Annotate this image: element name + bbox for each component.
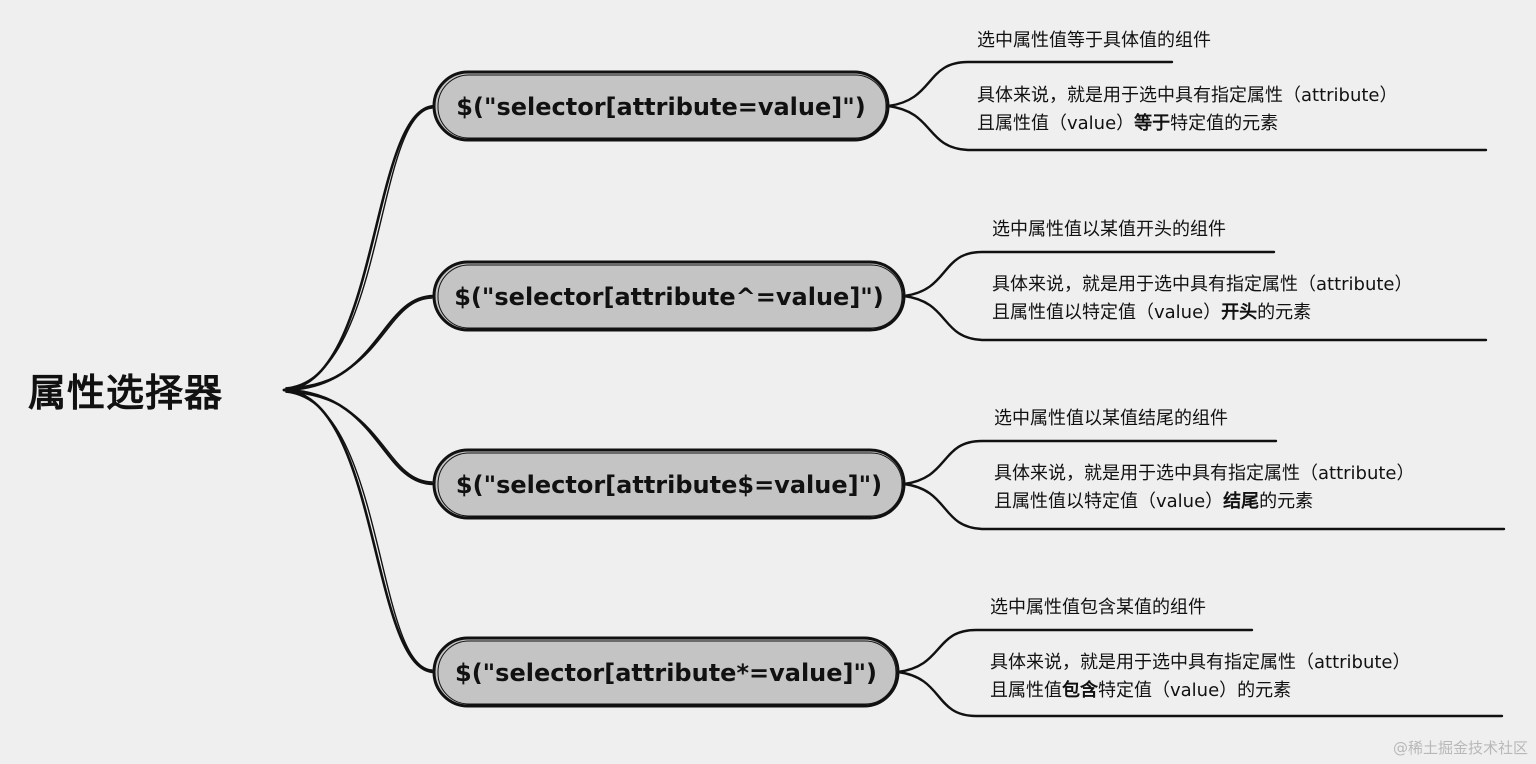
leaf-title-starts-with: 选中属性值以某值开头的组件: [992, 219, 1226, 240]
desc-bold-keyword: 包含: [1062, 680, 1098, 701]
selector-label-contains: $("selector[attribute*=value]"): [455, 659, 877, 687]
desc-line-2: 且属性值包含特定值（value）的元素: [990, 680, 1292, 701]
desc-line-1: 具体来说，就是用于选中具有指定属性（attribute）: [994, 463, 1415, 484]
leaf-desc-ends-with: 具体来说，就是用于选中具有指定属性（attribute） 且属性值以特定值（va…: [994, 460, 1415, 516]
leaf-title-contains: 选中属性值包含某值的组件: [990, 597, 1206, 618]
leaf-connectors: [886, 60, 1506, 718]
leaf-title-equals: 选中属性值等于具体值的组件: [977, 30, 1211, 51]
root-connectors: [282, 104, 436, 674]
watermark: @稀土掘金技术社区: [1392, 739, 1528, 757]
desc-line-1: 具体来说，就是用于选中具有指定属性（attribute）: [977, 85, 1398, 106]
desc-line-1: 具体来说，就是用于选中具有指定属性（attribute）: [990, 652, 1411, 673]
desc-line-2: 且属性值以特定值（value）开头的元素: [992, 302, 1312, 323]
selector-label-ends-with: $("selector[attribute$=value]"): [455, 471, 883, 499]
selector-label-equals: $("selector[attribute=value]"): [456, 93, 866, 121]
leaf-title-ends-with: 选中属性值以某值结尾的组件: [994, 408, 1228, 429]
leaf-desc-contains: 具体来说，就是用于选中具有指定属性（attribute） 且属性值包含特定值（v…: [990, 649, 1411, 705]
desc-line-2: 且属性值以特定值（value）结尾的元素: [994, 491, 1314, 512]
leaf-desc-starts-with: 具体来说，就是用于选中具有指定属性（attribute） 且属性值以特定值（va…: [992, 271, 1413, 327]
desc-bold-keyword: 开头: [1221, 302, 1258, 323]
leaf-desc-equals: 具体来说，就是用于选中具有指定属性（attribute） 且属性值（value）…: [977, 82, 1398, 138]
node-shapes: [432, 70, 906, 708]
root-topic: 属性选择器: [28, 371, 224, 415]
desc-line-2: 且属性值（value）等于特定值的元素: [977, 113, 1279, 134]
desc-line-1: 具体来说，就是用于选中具有指定属性（attribute）: [992, 274, 1413, 295]
desc-bold-keyword: 等于: [1134, 113, 1171, 134]
desc-bold-keyword: 结尾: [1223, 491, 1260, 512]
selector-label-starts-with: $("selector[attribute^=value]"): [454, 283, 884, 311]
